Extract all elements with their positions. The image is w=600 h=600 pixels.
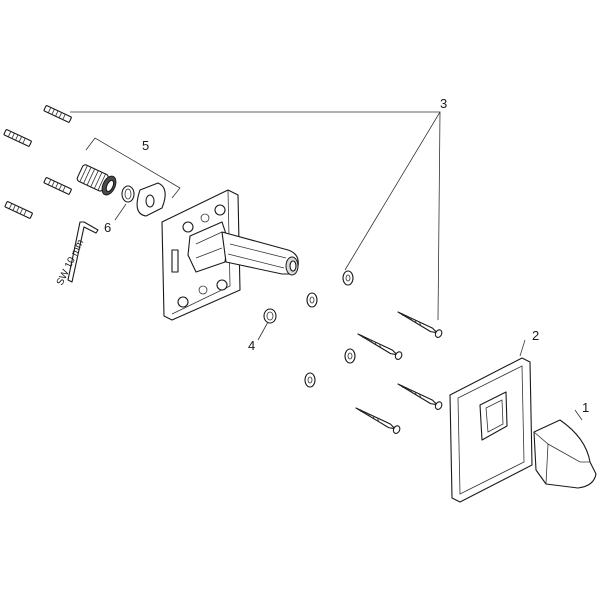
anchor-screws-group [3, 105, 72, 219]
washers-group [263, 270, 356, 388]
callout-5: 5 [142, 138, 149, 153]
spout-body [187, 221, 299, 276]
cover-plate [449, 357, 533, 503]
callout-6: 6 [104, 220, 111, 235]
anchor-screw [43, 177, 72, 195]
o-ring [121, 185, 135, 203]
callout-2: 2 [532, 328, 539, 343]
anchor-screw [4, 201, 33, 219]
anchor-screw [3, 129, 32, 147]
callout-1: 1 [582, 400, 589, 415]
wood-screw [357, 333, 403, 360]
spout-cap [533, 419, 597, 489]
hex-key-icon [67, 221, 99, 283]
leader-lines-3 [70, 111, 441, 321]
wood-screw [397, 311, 443, 338]
washer [344, 348, 356, 364]
anchor-screw [43, 105, 72, 123]
callout-leaders [114, 203, 583, 421]
oval-flange [136, 182, 166, 217]
washer [306, 292, 318, 308]
wood-screw [355, 407, 401, 434]
washer [263, 308, 277, 324]
wood-screws-group [355, 311, 443, 434]
callout-4: 4 [248, 338, 255, 353]
threaded-connector [76, 164, 117, 196]
washer [304, 372, 316, 388]
washer [342, 270, 354, 286]
wood-screw [397, 383, 443, 410]
callout-3: 3 [440, 96, 447, 111]
bracket-5 [85, 137, 181, 199]
